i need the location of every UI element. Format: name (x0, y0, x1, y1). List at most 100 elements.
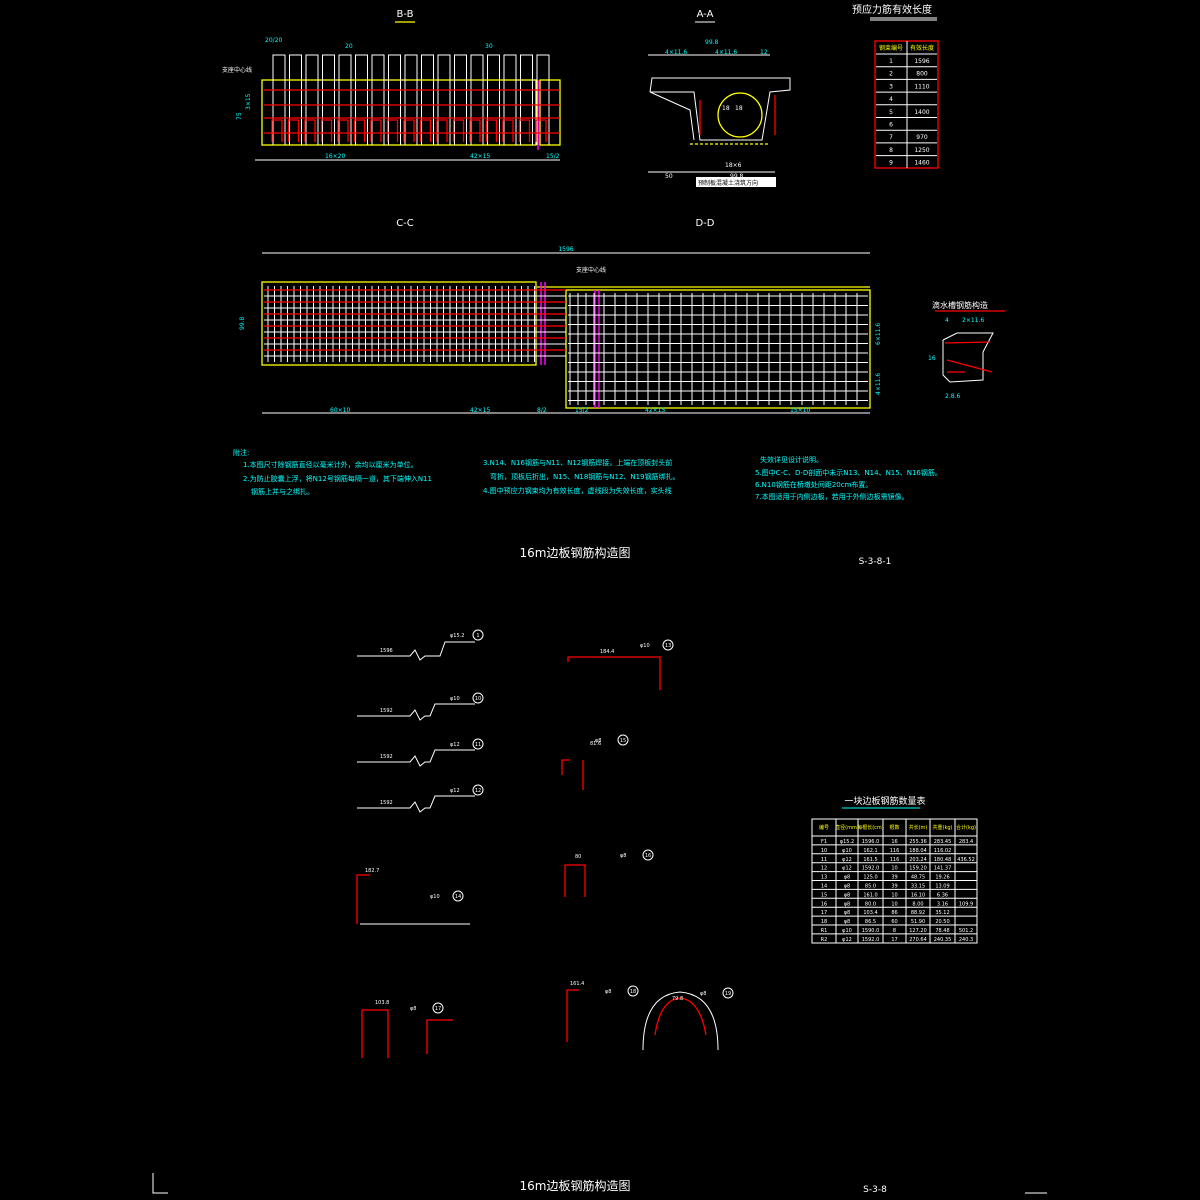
bar-length: 1592 (380, 754, 393, 760)
bar-number: 16 (645, 853, 651, 859)
table-cell: 33.15 (911, 884, 925, 890)
dim: 6×11.6 (875, 323, 882, 345)
table-cell: 1250 (914, 147, 929, 154)
table-cell: 3.16 (937, 901, 948, 907)
table-cell: 39 (891, 875, 897, 881)
header-cell: 每根长(cm) (857, 824, 884, 831)
table-cell: R1 (821, 928, 828, 934)
note-item: 4.图中预应力钢束均为有效长度，虚线段为失效长度，实头线 (483, 486, 672, 495)
dim: 4×11.6 (665, 49, 687, 56)
bar-number-bubble (432, 1002, 444, 1014)
table-cell: 240.3 (959, 937, 973, 943)
table-cell: 17 (821, 910, 827, 916)
bar-spec: φ10 (430, 894, 440, 900)
table-cell: 12 (821, 866, 827, 872)
bar-spec: φ10 (640, 643, 650, 649)
table-cell: 8 (893, 928, 896, 934)
table-cell: 1596.0 (862, 839, 880, 845)
bar-spec: φ8 (605, 989, 611, 995)
table-cell: 9 (889, 160, 893, 167)
bar-number-bubble (472, 692, 484, 704)
bar-number: 1 (476, 633, 479, 639)
bar-length: 161.4 (570, 981, 584, 987)
bar-number: 18 (630, 989, 636, 995)
bar-number-bubble (472, 784, 484, 796)
table-cell: 80.0 (865, 901, 876, 907)
table-cell: 1592.0 (862, 937, 880, 943)
table-cell: φ8 (844, 901, 850, 907)
table-cell: 35.12 (935, 910, 949, 916)
rebar-quantity-table: 一块边板钢筋数量表 编号直径(mm)每根长(cm)根数共长(m)共重(kg)合计… (811, 795, 978, 944)
table-cell: 48.75 (911, 875, 925, 881)
dim: 30 (485, 43, 493, 50)
bar-number-bubble (722, 987, 734, 999)
header-cell: 直径(mm) (835, 824, 859, 831)
table-cell: F1 (821, 839, 827, 845)
table-cell: 116.02 (934, 848, 952, 854)
table-cell: R2 (821, 937, 828, 943)
table-cell: 1590.0 (862, 928, 880, 934)
bar-length: 81.6 (590, 741, 601, 747)
table-cell: 283.45 (934, 839, 952, 845)
section-cc-dd-drawing: 1596 支座中心线 99.8 60×10 42×15 8/2 15/2 42×… (239, 246, 882, 414)
table-cell: 16 (891, 839, 897, 845)
dim: 4×11.6 (715, 49, 737, 56)
header-cell: 有效长度 (910, 44, 934, 52)
table-cell: 436.52 (957, 857, 975, 863)
bar-spec: φ12 (450, 742, 460, 748)
bar-number-bubble (642, 849, 654, 861)
table-cell: φ12 (842, 937, 852, 943)
dim: 15/2 (575, 407, 589, 414)
bar-number-bubble (662, 639, 674, 651)
table-cell: 39 (891, 884, 897, 890)
table-cell: 78.48 (935, 928, 949, 934)
table-cell: φ8 (844, 919, 850, 925)
bar-spec: φ12 (450, 788, 460, 794)
dim: 99.8 (705, 39, 719, 46)
bar-number: 14 (455, 894, 461, 900)
table-cell: 7 (889, 134, 893, 141)
table-cell: φ10 (842, 928, 852, 934)
dim: 42×15 (470, 153, 490, 160)
dim: 12 (760, 49, 768, 56)
drawing-number-2: S-3-8 (863, 1185, 887, 1195)
note-item: 钢筋上并与之绑扎。 (251, 487, 314, 496)
table-cell: 13.09 (935, 884, 949, 890)
table-cell: 116 (890, 857, 900, 863)
table-cell: 1460 (914, 160, 929, 167)
table-cell: 85.0 (865, 884, 876, 890)
table-cell: 16 (821, 901, 827, 907)
bar-length: 80 (575, 854, 581, 860)
dim: 16 (928, 355, 936, 362)
table-cell: φ12 (842, 857, 852, 863)
section-aa-title: A-A (697, 9, 714, 20)
table-cell: 17 (891, 937, 897, 943)
note-item: 7.本图适用于内侧边板，若用于外侧边板需镜像。 (755, 492, 909, 501)
table-cell: 270.64 (909, 937, 927, 943)
table-cell: 1592.0 (862, 866, 880, 872)
header-cell: 共重(kg) (933, 824, 953, 831)
table-cell: 1596 (914, 58, 929, 65)
section-note: 预制板混凝土浇筑方向 (698, 179, 758, 187)
dim: 8/2 (537, 407, 547, 414)
table-cell: 159.20 (909, 866, 927, 872)
table-cell: 11 (821, 857, 827, 863)
table-cell: 103.4 (863, 910, 877, 916)
header-cell: 编号 (819, 824, 829, 831)
table-cell: 10 (891, 901, 897, 907)
table-cell: 255.36 (909, 839, 927, 845)
bar-number: 10 (475, 696, 481, 702)
table-cell: 10 (821, 848, 827, 854)
dim: 42×15 (470, 407, 490, 414)
bar-number-bubble (617, 734, 629, 746)
dim: 42×15 (645, 407, 665, 414)
table-cell: 10 (891, 892, 897, 898)
note-item: 失效详见设计说明。 (760, 455, 823, 464)
bar-length: 103.8 (375, 1000, 389, 1006)
table-cell: 2 (889, 71, 893, 78)
table-cell: φ12 (842, 866, 852, 872)
bar-number-bubble (472, 629, 484, 641)
table-cell: 88.92 (911, 910, 925, 916)
table-cell: φ8 (844, 892, 850, 898)
